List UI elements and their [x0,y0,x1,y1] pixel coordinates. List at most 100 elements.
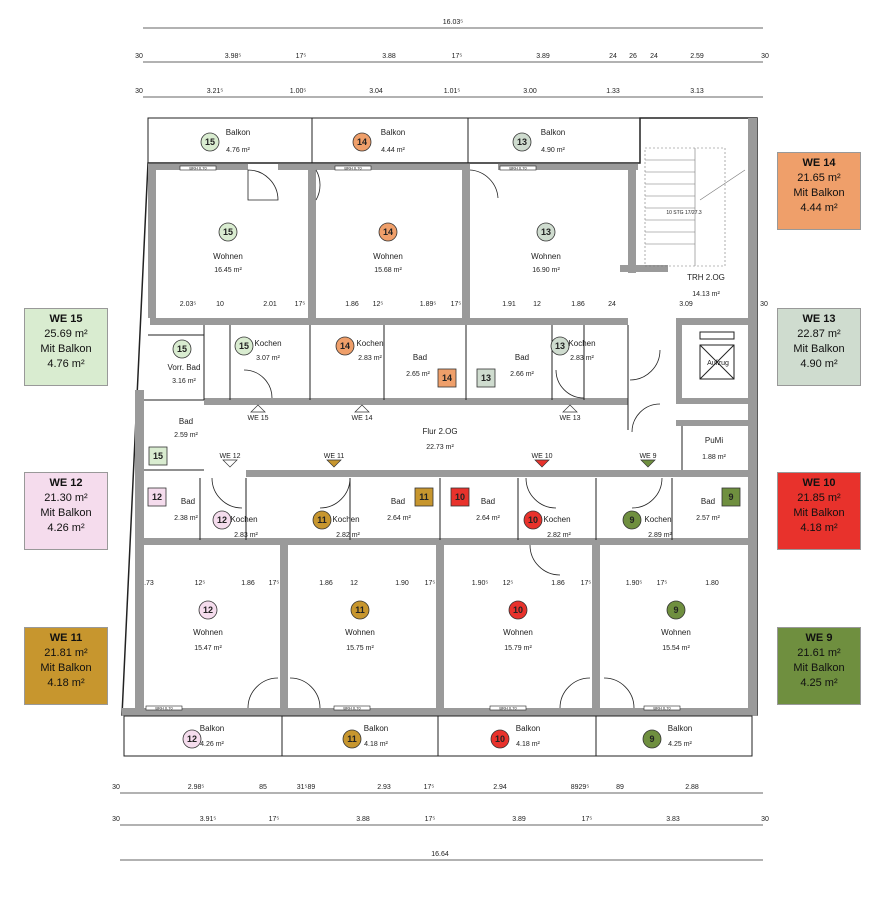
unit-badge: 9 [622,510,642,530]
badge-shape [642,729,662,749]
dimension-value: 12 [533,301,541,308]
stairwell-label: TRH 2.OG [687,273,725,282]
unit-badge: 14 [352,132,372,152]
badge-number: 12 [217,515,227,525]
badge-shape [721,487,741,507]
badge-number: 11 [419,492,429,502]
badge-number: 11 [355,605,365,615]
unit-title: WE 14 [802,157,836,169]
balcony-area: 4.18 m² [364,741,388,748]
unit-badge: 13 [550,336,570,356]
stair-step-label: 10 STG 17/27.3 [666,210,702,216]
unit-balcony: 4.25 m² [800,677,838,689]
stairwell-area: 14.13 m² [692,291,720,298]
unit-badge: 13 [512,132,532,152]
badge-shape [523,510,543,530]
living-room-label: Wohnen [373,252,403,261]
unit-badge: 10 [490,729,510,749]
balcony-label: Balkon [381,128,405,137]
badge-number: 11 [347,734,357,744]
bathroom-label: Bad [701,497,715,506]
balcony-area: 4.76 m² [226,147,250,154]
unit-entry-arrow [326,459,342,468]
unit-area: 21.65 m² [797,172,841,184]
balcony-area: 4.44 m² [381,147,405,154]
badge-shape [352,132,372,152]
badge-shape [476,368,496,388]
unit-badge: 10 [523,510,543,530]
dimension-value: 1.90⁵ [472,580,489,587]
badge-number: 14 [442,373,452,383]
living-room-area: 15.54 m² [662,645,690,652]
dimension-value: 30 [760,301,768,308]
living-room-label: Wohnen [503,628,533,637]
balcony-label: Balkon [200,724,224,733]
dimension-value: 17⁵ [269,580,280,587]
kitchen-area: 2.89 m² [648,532,672,539]
dimension-value: 10 [216,301,224,308]
unit-badge: 15 [218,222,238,242]
dimension-value: 30 [135,88,143,95]
bathroom-area: 2.65 m² [406,371,430,378]
bathroom-area: 2.66 m² [510,371,534,378]
badge-number: 9 [673,605,678,615]
dimension-value: 30 [112,816,120,823]
unit-area: 21.30 m² [44,492,88,504]
badge-shape [622,510,642,530]
dimension-value: 3.00 [523,88,537,95]
unit-badge: 11 [342,729,362,749]
legend-we10: WE 10 21.85 m² Mit Balkon 4.18 m² [777,472,861,550]
badge-shape [414,487,434,507]
dimension-value: 85 [259,784,267,791]
dimension-value: 17⁵ [424,784,435,791]
badge-shape [378,222,398,242]
badge-shape [218,222,238,242]
unit-area: 21.85 m² [797,492,841,504]
dimensions-top [143,27,763,98]
dimension-value: 24 [609,53,617,60]
dimension-value: 3.88 [356,816,370,823]
dimension-value: 1.86 [551,580,565,587]
badge-number: 14 [357,137,367,147]
legend-we11: WE 11 21.81 m² Mit Balkon 4.18 m² [24,627,108,705]
bathroom-label: Bad [413,353,427,362]
window-sill-height: BRH 0.70 [189,166,207,171]
badge-shape [450,487,470,507]
unit-balcony: 4.76 m² [47,358,85,370]
kitchen-label: Kochen [230,515,257,524]
unit-area: 21.61 m² [797,647,841,659]
unit-badge: 12 [212,510,232,530]
unit-entry-label: WE 9 [639,453,656,460]
unit-area: 21.81 m² [44,647,88,659]
badge-number: 10 [513,605,523,615]
badge-shape [512,132,532,152]
kitchen-area: 2.82 m² [547,532,571,539]
unit-area: 22.87 m² [797,328,841,340]
window [145,705,183,711]
dimension-value: 12 [350,580,358,587]
badge-shape [148,446,168,466]
unit-balcony: 4.26 m² [47,522,85,534]
dimension-value: 24 [608,301,616,308]
window [334,165,372,171]
balcony-label: Balkon [668,724,692,733]
balcony-area: 4.26 m² [200,741,224,748]
dimension-value: 17⁵ [425,816,436,823]
unit-note: Mit Balkon [40,662,92,674]
badge-shape [550,336,570,356]
living-room-label: Wohnen [661,628,691,637]
utility-room-label: PuMi [705,436,723,445]
unit-title: WE 13 [802,313,836,325]
dimension-value: 30 [135,53,143,60]
badge-shape [312,510,332,530]
dimension-value: 12⁵ [195,580,206,587]
dimension-value: 1.90 [395,580,409,587]
badge-number: 15 [239,341,249,351]
badge-number: 13 [481,373,491,383]
badge-shape [342,729,362,749]
dimension-value: 17⁵ [452,53,463,60]
unit-entry-label: WE 10 [531,453,552,460]
living-room-label: Wohnen [345,628,375,637]
